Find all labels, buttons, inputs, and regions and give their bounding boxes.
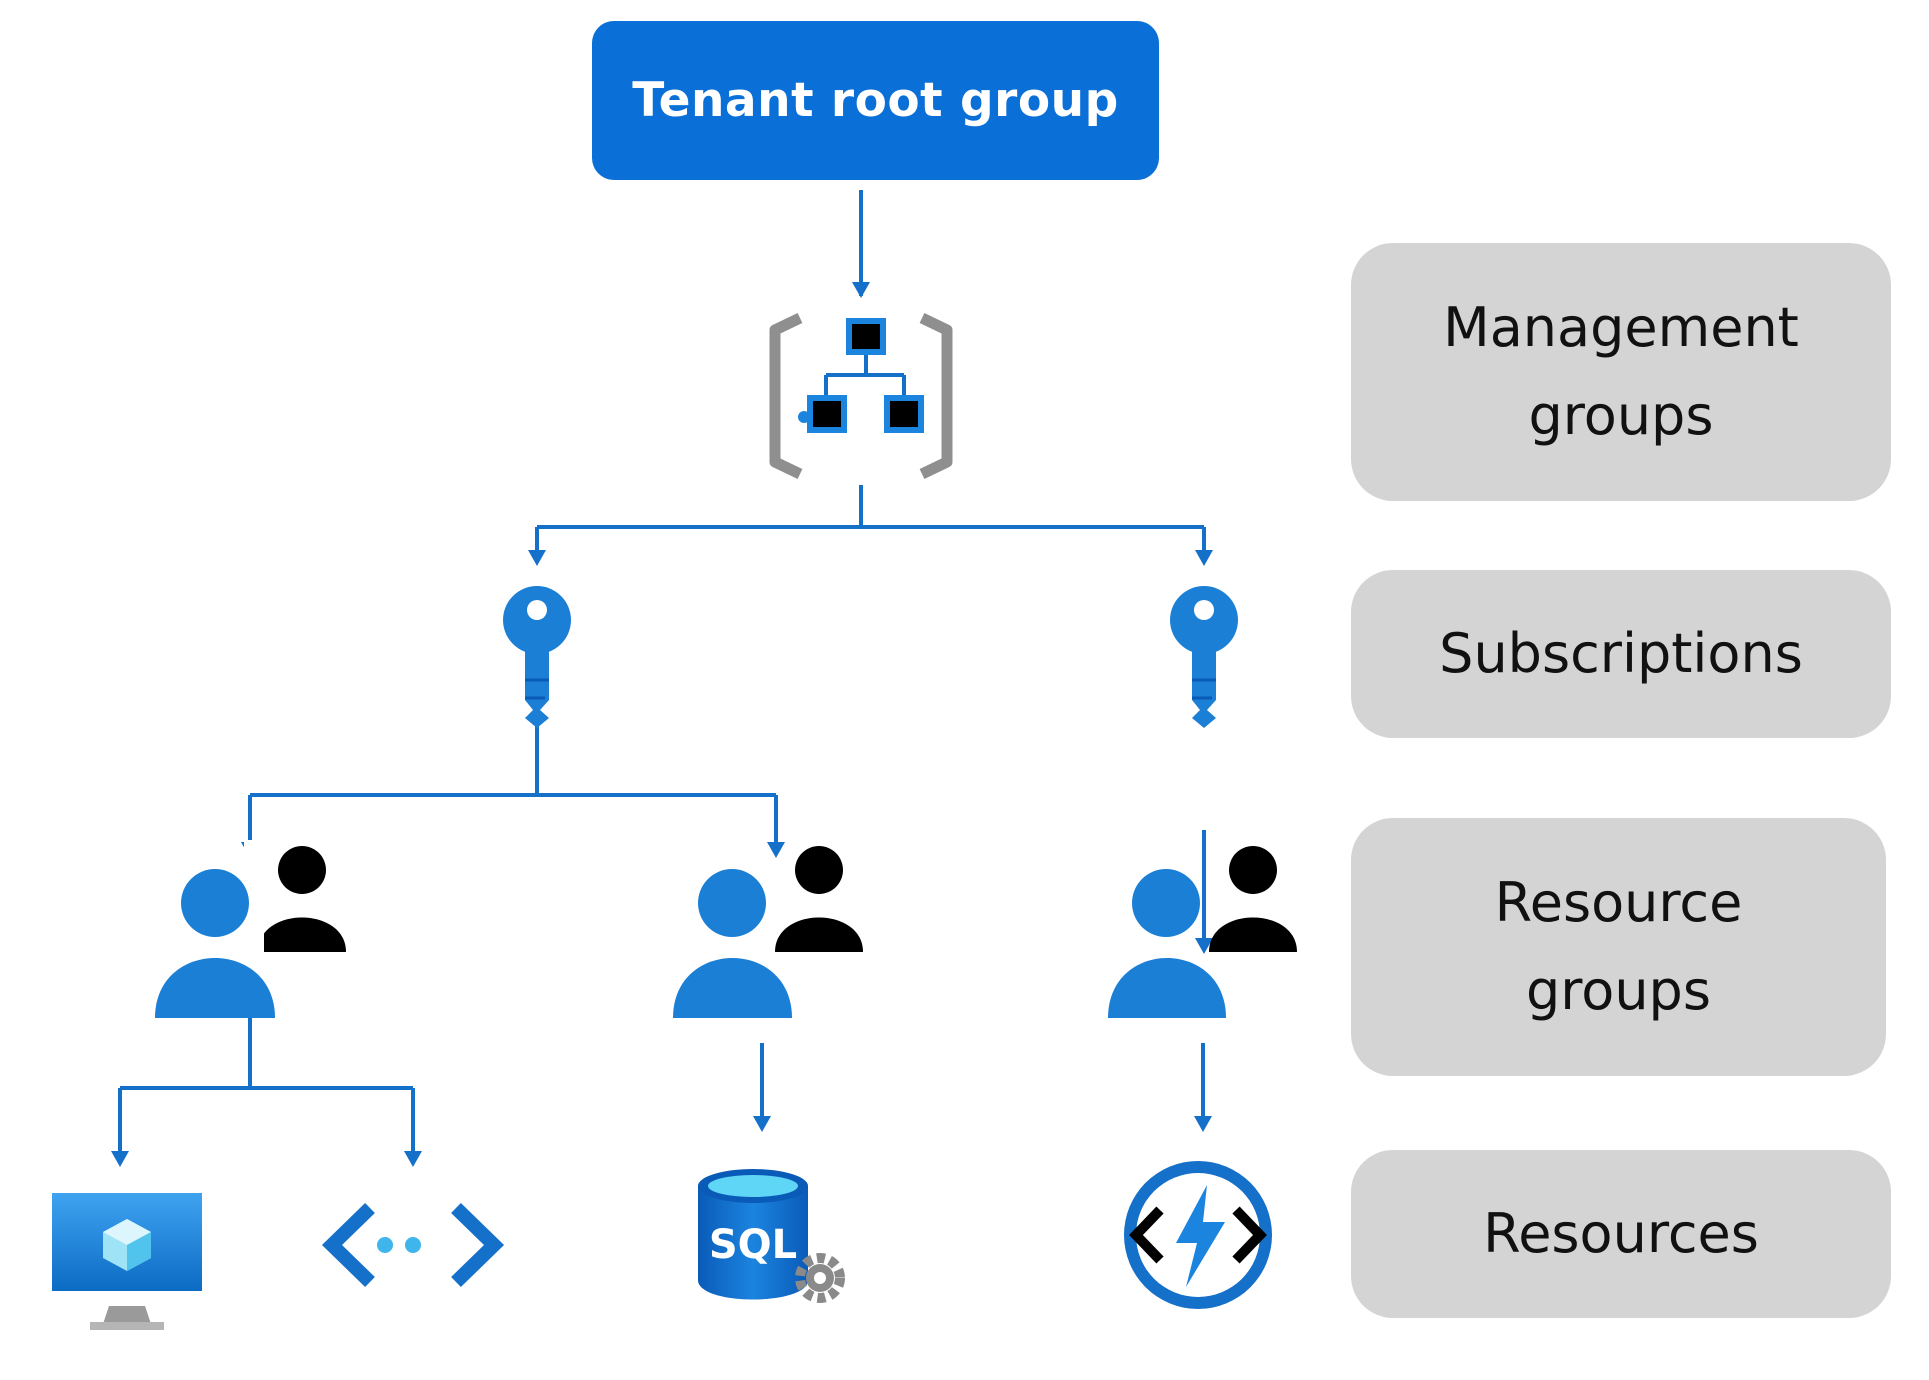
resource-group-users-icon [673, 846, 863, 1018]
subscriptions-label: Subscriptions [1439, 622, 1803, 685]
sub1-to-resource-groups-lines [248, 722, 778, 850]
resources-level: Resources [1351, 1150, 1891, 1318]
resources-label: Resources [1483, 1202, 1759, 1265]
tenant-root-group-box: Tenant root group [592, 21, 1159, 180]
sql-label: SQL [709, 1222, 797, 1268]
tenant-root-group-label: Tenant root group [632, 73, 1119, 128]
subscriptions-level: Subscriptions [1351, 570, 1891, 738]
mg-to-subscriptions-lines [535, 485, 1206, 556]
virtual-network-icon [321, 1202, 505, 1288]
sql-database-icon: SQL [698, 1169, 845, 1303]
virtual-machine-icon [52, 1193, 202, 1330]
management-groups-label: Management groups [1443, 296, 1799, 447]
resource-groups-label: Resource groups [1494, 871, 1743, 1022]
subscription-key-icon [503, 586, 571, 728]
resource-group-users-icon [1108, 846, 1297, 1018]
resource-groups-level: Resource groups [1351, 818, 1886, 1076]
gear-icon [795, 1253, 845, 1303]
management-groups-level: Management groups [1351, 243, 1891, 501]
resource-group-users-icon [155, 840, 346, 1018]
management-group-icon [769, 313, 953, 479]
connector-lines [111, 190, 1213, 1167]
rg1-to-resources-lines [118, 1018, 415, 1157]
subscription-key-icon [1170, 586, 1238, 728]
function-app-icon [1124, 1161, 1272, 1309]
